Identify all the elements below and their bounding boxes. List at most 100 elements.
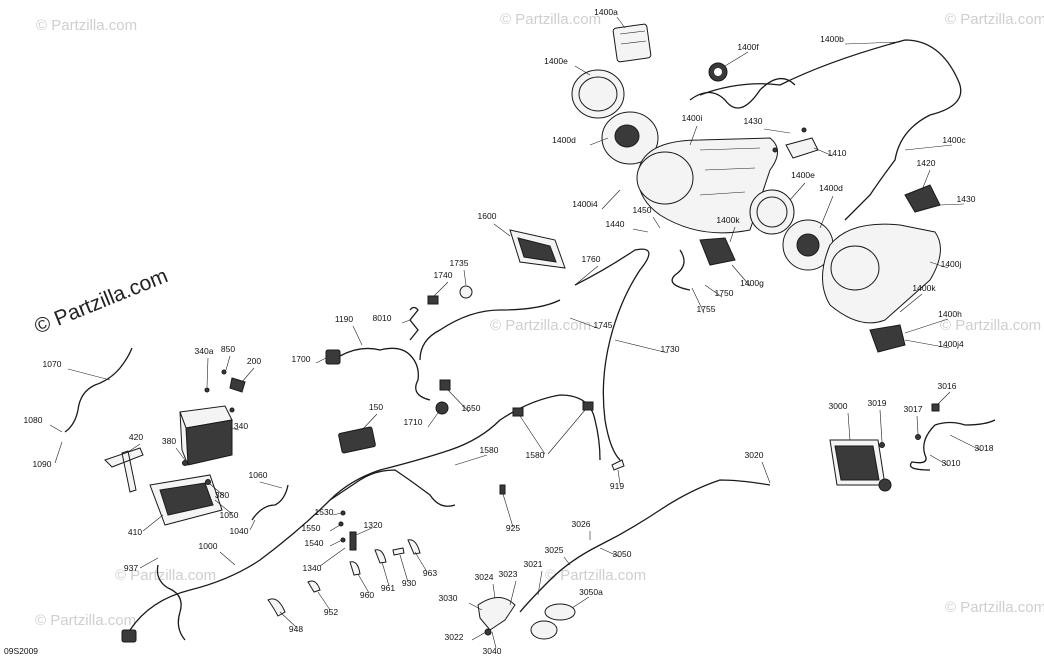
part-label-1430[interactable]: 1430 [957, 194, 976, 204]
part-label-1400g[interactable]: 1400g [740, 278, 764, 288]
part-label-3050[interactable]: 3050 [613, 549, 632, 559]
part-label-1740[interactable]: 1740 [434, 270, 453, 280]
part-label-3020[interactable]: 3020 [745, 450, 764, 460]
strap-420-part [104, 447, 144, 493]
part-labels: 1400a 1400b 1400e 1400f 1400i 1430 1400d 1410 14… [24, 7, 994, 656]
part-label-3040[interactable]: 3040 [483, 646, 502, 656]
part-label-3016[interactable]: 3016 [938, 381, 957, 391]
part-label-1400b[interactable]: 1400b [820, 34, 844, 44]
part-label-1400k[interactable]: 1400k [716, 215, 740, 225]
part-label-340[interactable]: 340 [234, 421, 248, 431]
part-label-1400a[interactable]: 1400a [594, 7, 618, 17]
part-label-1410[interactable]: 1410 [828, 148, 847, 158]
part-label-1340[interactable]: 1340 [303, 563, 322, 573]
part-label-930[interactable]: 930 [402, 578, 416, 588]
part-label-1450[interactable]: 1450 [633, 205, 652, 215]
part-label-1745[interactable]: 1745 [594, 320, 613, 330]
part-label-1400c[interactable]: 1400c [942, 135, 966, 145]
part-label-3023[interactable]: 3023 [499, 569, 518, 579]
part-label-1400i4[interactable]: 1400i4 [572, 199, 598, 209]
part-label-3021[interactable]: 3021 [524, 559, 543, 569]
part-label-1420[interactable]: 1420 [917, 158, 936, 168]
part-label-420[interactable]: 420 [129, 432, 143, 442]
part-label-1050[interactable]: 1050 [220, 510, 239, 520]
part-label-1600[interactable]: 1600 [478, 211, 497, 221]
part-label-1760[interactable]: 1760 [582, 254, 601, 264]
part-label-937[interactable]: 937 [124, 563, 138, 573]
connector-937-part [121, 629, 137, 643]
part-label-1400j4[interactable]: 1400j4 [938, 339, 964, 349]
part-label-1700[interactable]: 1700 [292, 354, 311, 364]
part-label-1320[interactable]: 1320 [364, 520, 383, 530]
part-label-850[interactable]: 850 [221, 344, 235, 354]
bracket-3030-part [477, 597, 516, 636]
part-label-1400d[interactable]: 1400d [552, 135, 576, 145]
part-label-3017[interactable]: 3017 [904, 404, 923, 414]
part-label-3022[interactable]: 3022 [445, 632, 464, 642]
part-label-3025[interactable]: 3025 [545, 545, 564, 555]
part-label-8010[interactable]: 8010 [373, 313, 392, 323]
bracket-1410-part [772, 127, 819, 159]
part-label-1090[interactable]: 1090 [33, 459, 52, 469]
part-label-1710[interactable]: 1710 [404, 417, 423, 427]
part-label-3026[interactable]: 3026 [572, 519, 591, 529]
part-label-1400f[interactable]: 1400f [737, 42, 759, 52]
part-label-1400j[interactable]: 1400j [941, 259, 962, 269]
part-label-1190[interactable]: 1190 [335, 314, 354, 324]
part-label-919[interactable]: 919 [610, 481, 624, 491]
watermark-text: © Partzilla.com [945, 11, 1044, 28]
part-label-1400h[interactable]: 1400h [938, 309, 962, 319]
brand-watermark: © Partzilla.com [31, 264, 171, 338]
part-label-340a[interactable]: 340a [195, 346, 214, 356]
module-150-part [338, 426, 376, 454]
part-label-380[interactable]: 380 [162, 436, 176, 446]
part-label-961[interactable]: 961 [381, 583, 395, 593]
part-label-960[interactable]: 960 [360, 590, 374, 600]
watermark-text: © Partzilla.com [115, 567, 216, 584]
part-label-200[interactable]: 200 [247, 356, 261, 366]
part-label-1400d[interactable]: 1400d [819, 183, 843, 193]
part-label-410[interactable]: 410 [128, 527, 142, 537]
part-label-948[interactable]: 948 [289, 624, 303, 634]
part-label-3010[interactable]: 3010 [942, 458, 961, 468]
part-label-1650[interactable]: 1650 [462, 403, 481, 413]
part-label-150[interactable]: 150 [369, 402, 383, 412]
part-label-1400e[interactable]: 1400e [544, 56, 568, 66]
cable-3050 [519, 479, 771, 613]
part-label-3019[interactable]: 3019 [868, 398, 887, 408]
part-label-963[interactable]: 963 [423, 568, 437, 578]
part-label-1440[interactable]: 1440 [606, 219, 625, 229]
part-label-3050a[interactable]: 3050a [579, 587, 603, 597]
part-label-1060[interactable]: 1060 [249, 470, 268, 480]
part-label-1750[interactable]: 1750 [715, 288, 734, 298]
part-label-1080[interactable]: 1080 [24, 415, 43, 425]
part-label-1430[interactable]: 1430 [744, 116, 763, 126]
module-1700-part [325, 347, 431, 401]
part-label-380[interactable]: 380 [215, 490, 229, 500]
part-label-1550[interactable]: 1550 [302, 523, 321, 533]
speaker-grill-part [571, 69, 625, 119]
part-label-3030[interactable]: 3030 [439, 593, 458, 603]
part-label-1400e[interactable]: 1400e [791, 170, 815, 180]
part-label-1730[interactable]: 1730 [661, 344, 680, 354]
bracket-1400j4-part [869, 324, 906, 353]
harness-1745 [419, 299, 561, 361]
part-label-1580[interactable]: 1580 [480, 445, 499, 455]
harness-1000 [129, 394, 601, 631]
part-label-1530[interactable]: 1530 [315, 507, 334, 517]
housing-right-part [822, 223, 941, 324]
part-label-1735[interactable]: 1735 [450, 258, 469, 268]
part-label-1580[interactable]: 1580 [526, 450, 545, 460]
part-label-952[interactable]: 952 [324, 607, 338, 617]
part-label-1000[interactable]: 1000 [199, 541, 218, 551]
part-label-1400k[interactable]: 1400k [912, 283, 936, 293]
part-label-3018[interactable]: 3018 [975, 443, 994, 453]
part-label-3000[interactable]: 3000 [829, 401, 848, 411]
part-label-1540[interactable]: 1540 [305, 538, 324, 548]
part-label-1070[interactable]: 1070 [43, 359, 62, 369]
part-label-925[interactable]: 925 [506, 523, 520, 533]
part-label-1040[interactable]: 1040 [230, 526, 249, 536]
part-label-1400i[interactable]: 1400i [682, 113, 703, 123]
part-label-3024[interactable]: 3024 [475, 572, 494, 582]
part-label-1755[interactable]: 1755 [697, 304, 716, 314]
